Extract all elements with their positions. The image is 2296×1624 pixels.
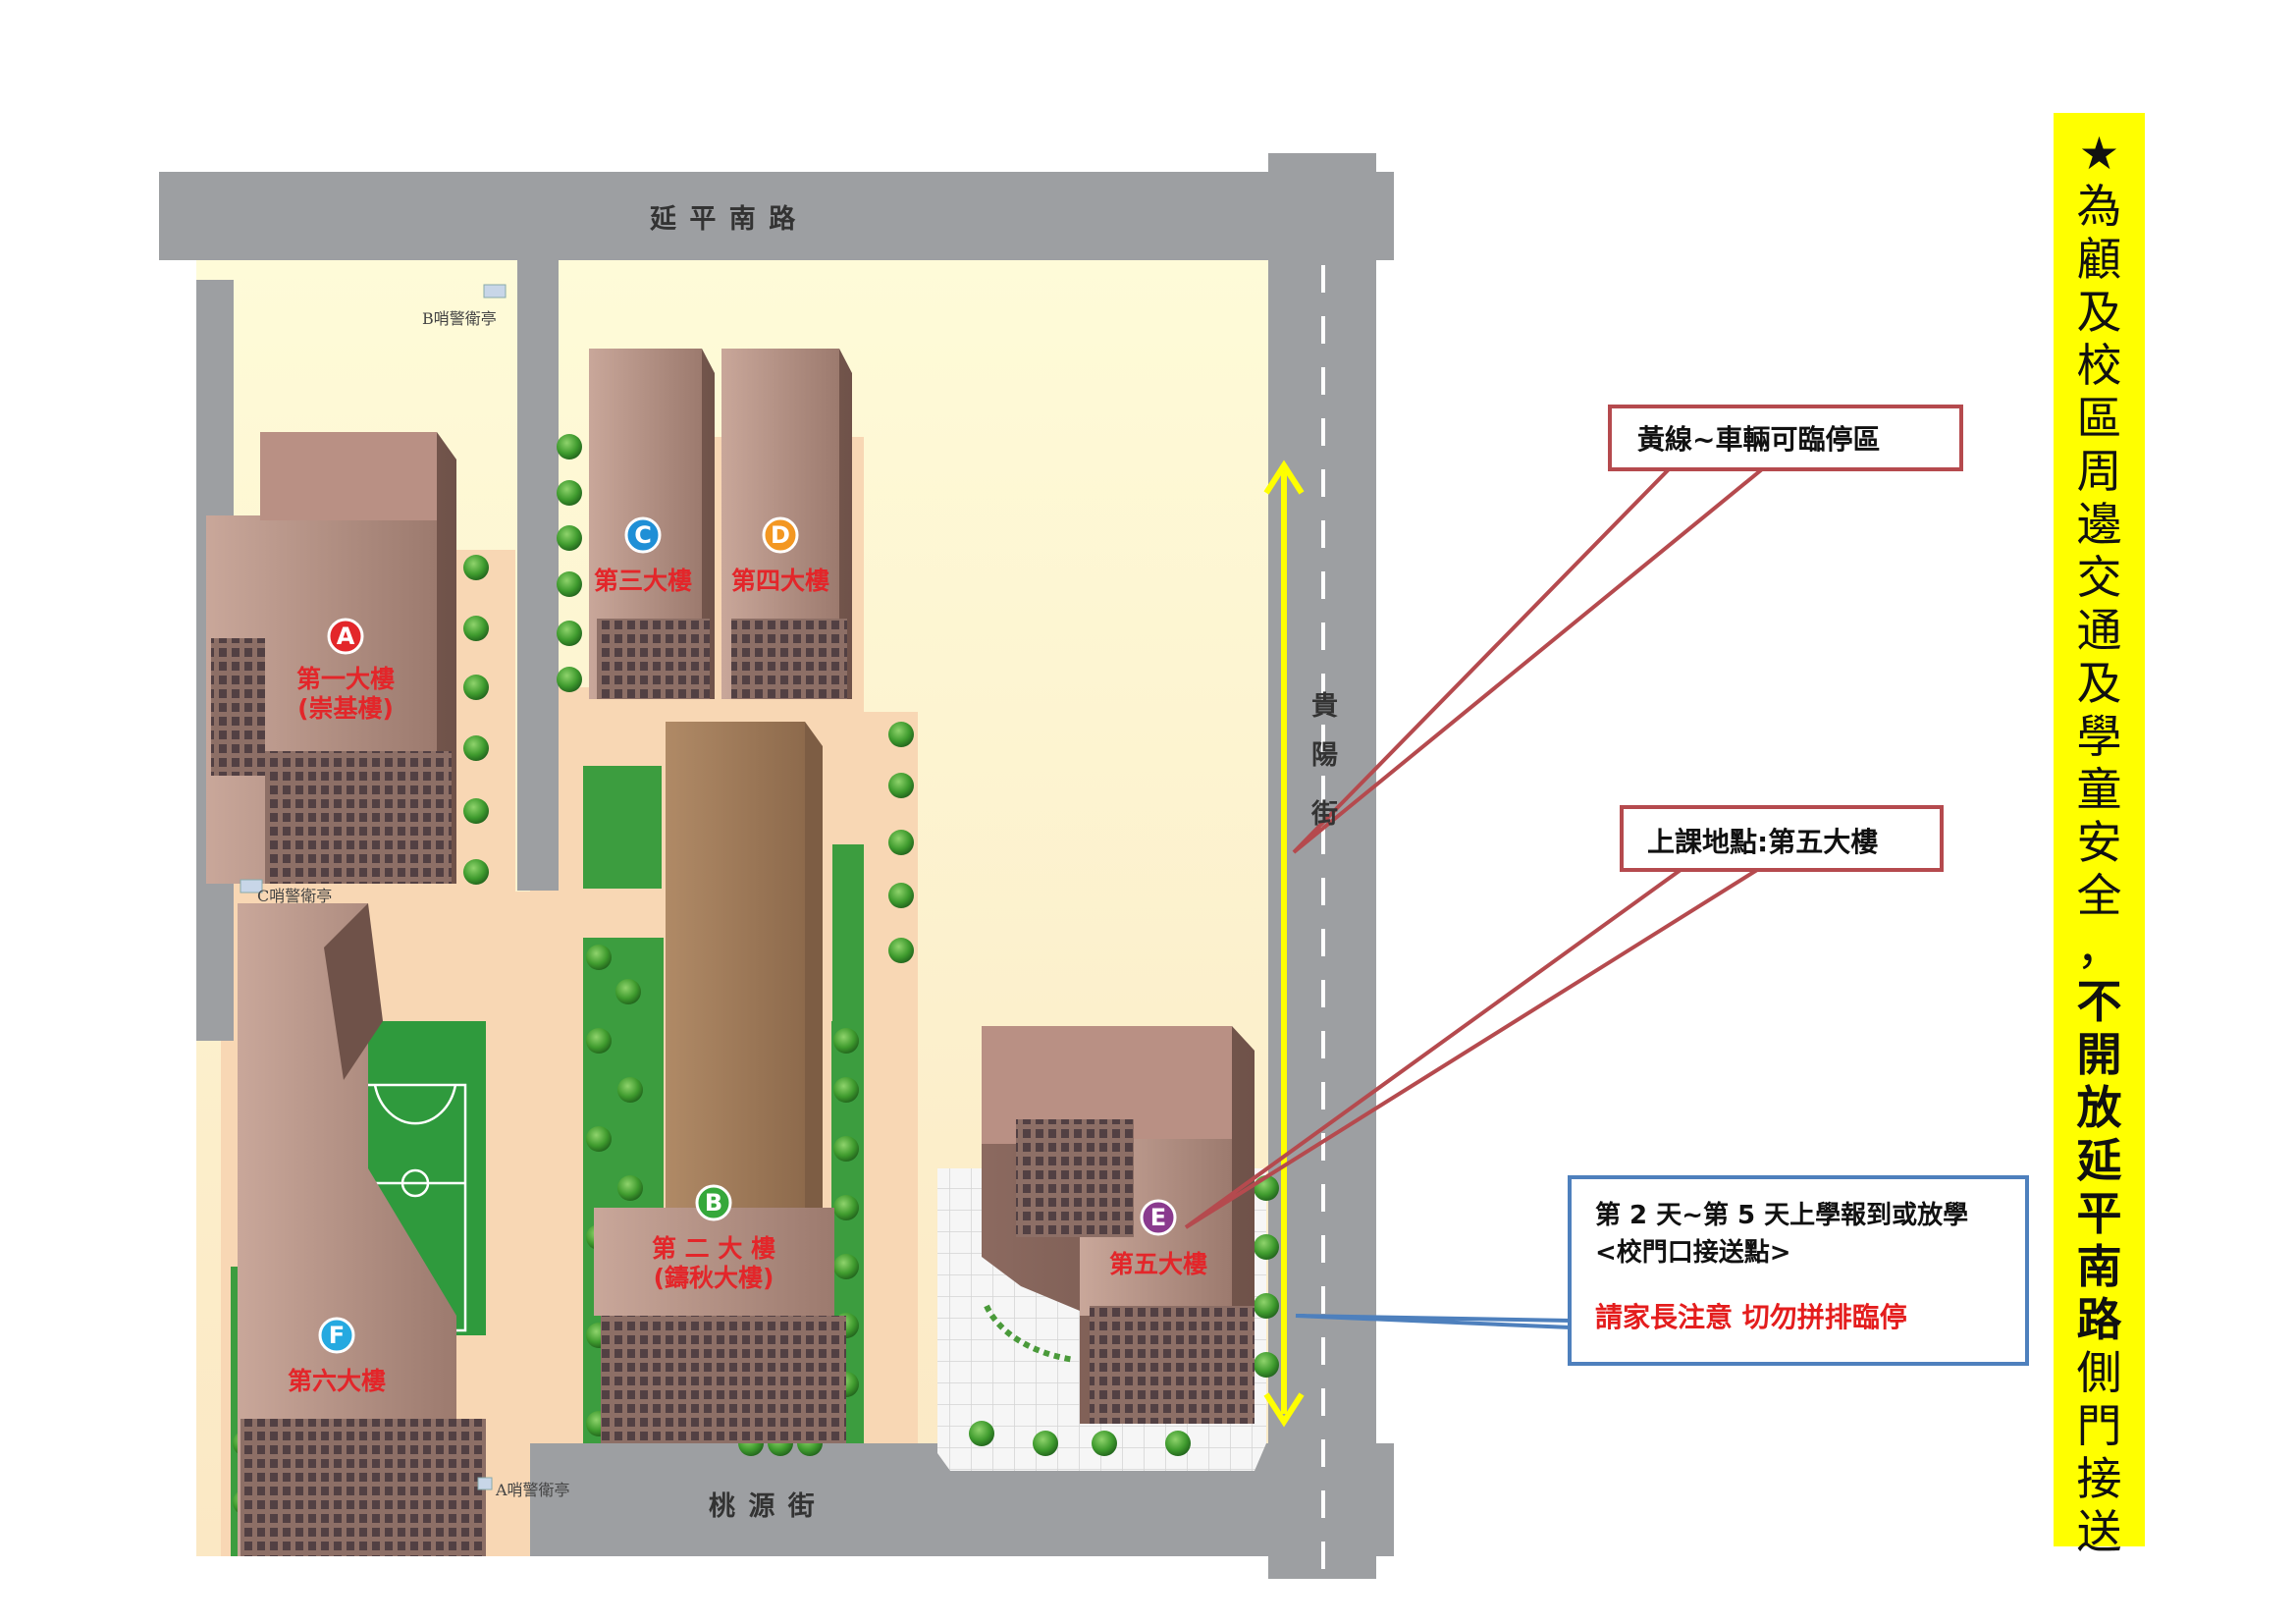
- booth-a-icon: [477, 1477, 493, 1490]
- notice-char: 學: [2076, 710, 2122, 763]
- vertical-notice-banner: ★為顧及校區周邊交通及學童安全，不開放延平南路側門接送: [2054, 113, 2145, 1558]
- notice-char: 校: [2076, 339, 2122, 392]
- guard-booth-c: C哨警衛亭: [240, 879, 332, 905]
- booth-b-label: B哨警衛亭: [422, 309, 497, 328]
- notice-char: 門: [2076, 1399, 2122, 1452]
- notice-char: 童: [2076, 763, 2122, 816]
- notice-char: 接: [2076, 1452, 2122, 1505]
- building-f: [238, 903, 486, 1556]
- notice-char: 為: [2076, 180, 2122, 233]
- callout-pointers: [1184, 467, 1764, 1329]
- notice-char: ，: [2076, 922, 2122, 975]
- road-label-east-2: 陽: [1311, 740, 1340, 771]
- yellow-drop-off-line: [1263, 460, 1305, 1428]
- notice-char: 邊: [2076, 498, 2122, 551]
- building-c-badge-letter: C: [634, 521, 652, 549]
- building-d-badge-letter: D: [771, 521, 790, 549]
- notice-char-bold: 放: [2076, 1081, 2122, 1134]
- notice-char: 顧: [2076, 233, 2122, 286]
- notice-char: 及: [2076, 286, 2122, 339]
- callout-drop-off-warning: 請家長注意 切勿拼排臨停: [1595, 1301, 1907, 1333]
- road-label-east-1: 貴: [1311, 691, 1340, 722]
- booth-b-icon: [483, 284, 507, 298]
- notice-char: 送: [2076, 1505, 2122, 1558]
- building-b-label-2: (鑄秋大樓): [654, 1264, 774, 1292]
- building-f-label-1: 第六大樓: [288, 1367, 386, 1395]
- notice-char-bold: 開: [2076, 1028, 2122, 1081]
- notice-char: 側: [2076, 1346, 2122, 1399]
- building-e: [982, 1026, 1255, 1424]
- notice-star-icon: ★: [2078, 127, 2120, 180]
- booth-c-label: C哨警衛亭: [257, 887, 332, 905]
- notice-char: 交: [2076, 551, 2122, 604]
- building-d-badge: [762, 516, 799, 554]
- building-e-badge-letter: E: [1150, 1204, 1166, 1231]
- notice-char: 區: [2076, 392, 2122, 445]
- building-c-label-1: 第三大樓: [594, 567, 692, 595]
- guard-booth-a: A哨警衛亭: [477, 1477, 570, 1499]
- notice-char-bold: 南: [2076, 1240, 2122, 1293]
- callout-drop-off-line1: 第 2 天~第 5 天上學報到或放學: [1595, 1201, 1969, 1230]
- callout-class-location: 上課地點:第五大樓: [1620, 805, 1944, 872]
- building-badges: A 第一大樓(崇基樓) B 第 二 大 樓(鑄秋大樓) C 第三大樓 D 第四大樓 E 第五大樓 F…: [288, 516, 1207, 1395]
- booth-c-icon: [240, 879, 263, 893]
- building-e-label-1: 第五大樓: [1109, 1250, 1207, 1278]
- notice-char-bold: 路: [2076, 1293, 2122, 1346]
- notice-char: 及: [2076, 657, 2122, 710]
- notice-char-bold: 平: [2076, 1187, 2122, 1240]
- callout-drop-off-line2: <校門口接送點>: [1595, 1238, 1791, 1268]
- building-a: [206, 432, 456, 884]
- road-inner-stub: [517, 260, 559, 891]
- notice-char: 周: [2076, 445, 2122, 498]
- road-north: [159, 172, 1394, 260]
- notice-char: 安: [2076, 816, 2122, 869]
- building-a-label-2: (崇基樓): [297, 694, 394, 723]
- road-label-east-3: 街: [1310, 799, 1340, 830]
- building-a-badge: [327, 618, 364, 655]
- notice-char: 全: [2076, 869, 2122, 922]
- callout-yellow-line: 黃線~車輛可臨停區: [1608, 405, 1963, 471]
- building-b-label-1: 第 二 大 樓: [652, 1234, 775, 1263]
- callout-drop-off-point: 第 2 天~第 5 天上學報到或放學 <校門口接送點> 請家長注意 切勿拼排臨停: [1568, 1175, 2029, 1366]
- building-a-badge-letter: A: [337, 623, 355, 650]
- callout-class-location-text: 上課地點:第五大樓: [1647, 826, 1879, 858]
- building-f-badge: [318, 1317, 355, 1354]
- callout-yellow-line-text: 黃線~車輛可臨停區: [1637, 423, 1881, 456]
- building-e-badge: [1140, 1199, 1177, 1236]
- building-f-badge-letter: F: [329, 1322, 345, 1349]
- notice-char-bold: 延: [2076, 1134, 2122, 1187]
- building-b-badge: [695, 1184, 732, 1221]
- road-label-south: 桃 源 街: [709, 1491, 817, 1522]
- notice-char: 通: [2076, 604, 2122, 657]
- building-d-label-1: 第四大樓: [731, 567, 829, 595]
- booth-a-label: A哨警衛亭: [495, 1481, 570, 1499]
- building-c-badge: [624, 516, 662, 554]
- building-b-badge-letter: B: [705, 1189, 722, 1217]
- building-b: [594, 722, 846, 1443]
- road-label-north: 延 平 南 路: [649, 203, 797, 235]
- building-a-label-1: 第一大樓: [296, 665, 395, 693]
- notice-char-bold: 不: [2076, 975, 2122, 1028]
- guard-booth-b: B哨警衛亭: [422, 284, 507, 328]
